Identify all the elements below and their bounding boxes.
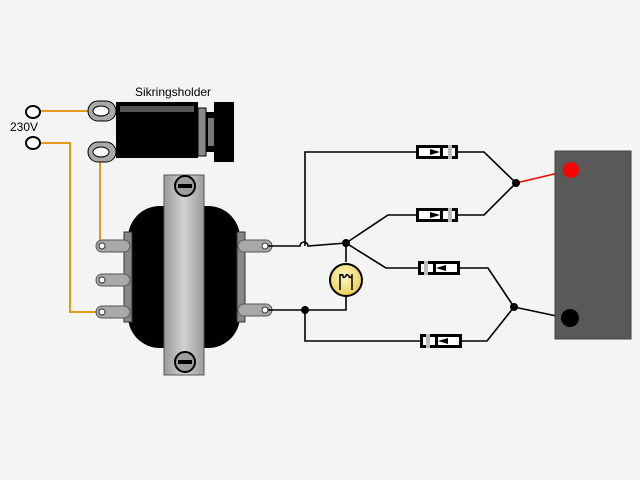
mains-terminal-top bbox=[25, 105, 41, 119]
junctions bbox=[301, 179, 520, 314]
battery-icon bbox=[554, 150, 632, 340]
transformer-icon bbox=[95, 174, 273, 376]
fuse-holder-label: Sikringsholder bbox=[135, 85, 212, 99]
lamp-icon bbox=[329, 263, 363, 297]
mains-wire-bottom bbox=[40, 142, 100, 313]
mains-wires bbox=[40, 110, 101, 313]
voltage-label: 230V bbox=[10, 120, 39, 134]
diode bbox=[416, 208, 458, 222]
negative-terminal bbox=[561, 309, 579, 327]
mains-terminal-bottom bbox=[25, 136, 41, 150]
diode bbox=[416, 145, 458, 159]
diode bbox=[418, 261, 460, 275]
circuit-wires bbox=[268, 151, 567, 342]
positive-terminal bbox=[563, 162, 579, 178]
diode bbox=[420, 334, 462, 348]
mains-terminals bbox=[25, 105, 41, 150]
fuse-holder bbox=[87, 100, 234, 163]
